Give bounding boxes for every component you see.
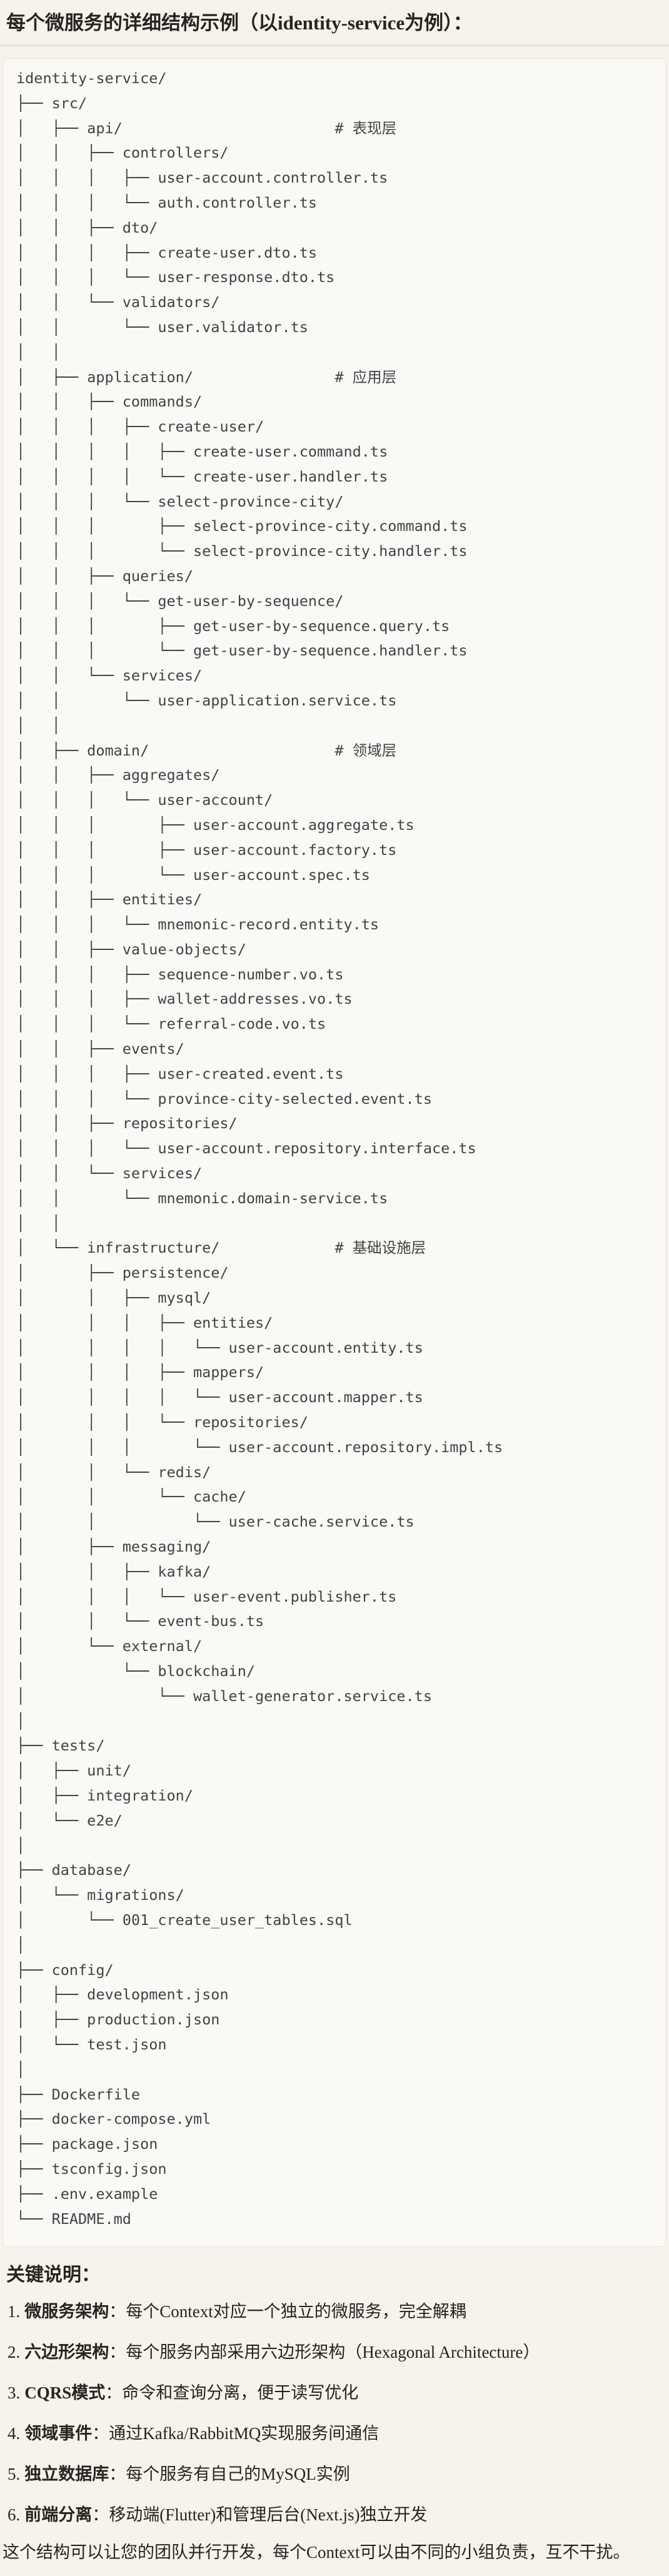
closing-paragraph: 这个结构可以让您的团队并行开发，每个Context可以由不同的小组负责，互不干扰… [3,2543,630,2562]
note-number: 4. [8,2424,21,2443]
note-description: 通过Kafka/RabbitMQ实现服务间通信 [109,2424,380,2443]
list-item: 6.前端分离：移动端(Flutter)和管理后台(Next.js)独立开发 [8,2504,663,2525]
note-colon: ： [109,2343,126,2362]
list-item: 1.微服务架构：每个Context对应一个独立的微服务，完全解耦 [8,2301,663,2322]
note-colon: ： [105,2383,123,2403]
list-item: 4.领域事件：通过Kafka/RabbitMQ实现服务间通信 [8,2423,663,2444]
note-colon: ： [92,2505,109,2525]
note-term: 领域事件 [24,2424,93,2443]
note-description: 每个Context对应一个独立的微服务，完全解耦 [126,2302,466,2321]
note-colon: ： [109,2302,126,2321]
note-number: 1. [8,2302,21,2321]
page-title: 每个微服务的详细结构示例（以identity-service为例）： [6,12,473,34]
note-colon: ： [109,2465,126,2484]
note-number: 5. [8,2465,21,2484]
note-colon: ： [92,2424,109,2443]
note-description: 移动端(Flutter)和管理后台(Next.js)独立开发 [109,2505,428,2525]
note-number: 6. [8,2505,21,2525]
directory-tree: identity-service/ ├── src/ │ ├── api/ # … [16,69,503,2228]
notes-list: 1.微服务架构：每个Context对应一个独立的微服务，完全解耦 2.六边形架构… [0,2301,669,2525]
list-item: 3.CQRS模式：命令和查询分离，便于读写优化 [8,2382,663,2403]
list-item: 5.独立数据库：每个服务有自己的MySQL实例 [8,2463,663,2485]
code-block-directory-tree: identity-service/ ├── src/ │ ├── api/ # … [3,58,666,2248]
list-item: 2.六边形架构：每个服务内部采用六边形架构（Hexagonal Architec… [8,2341,663,2363]
section-divider-top [0,45,669,46]
notes-heading: 关键说明： [6,2265,100,2286]
note-description: 命令和查询分离，便于读写优化 [122,2383,359,2403]
note-term: 前端分离 [24,2505,93,2525]
note-number: 2. [8,2343,21,2362]
note-term: 独立数据库 [24,2465,109,2484]
note-number: 3. [8,2383,21,2403]
note-description: 每个服务有自己的MySQL实例 [126,2465,350,2484]
note-term: 六边形架构 [24,2343,109,2362]
note-description: 每个服务内部采用六边形架构（Hexagonal Architecture） [126,2343,540,2362]
note-term: 微服务架构 [24,2302,109,2321]
note-term: CQRS模式 [24,2383,106,2403]
